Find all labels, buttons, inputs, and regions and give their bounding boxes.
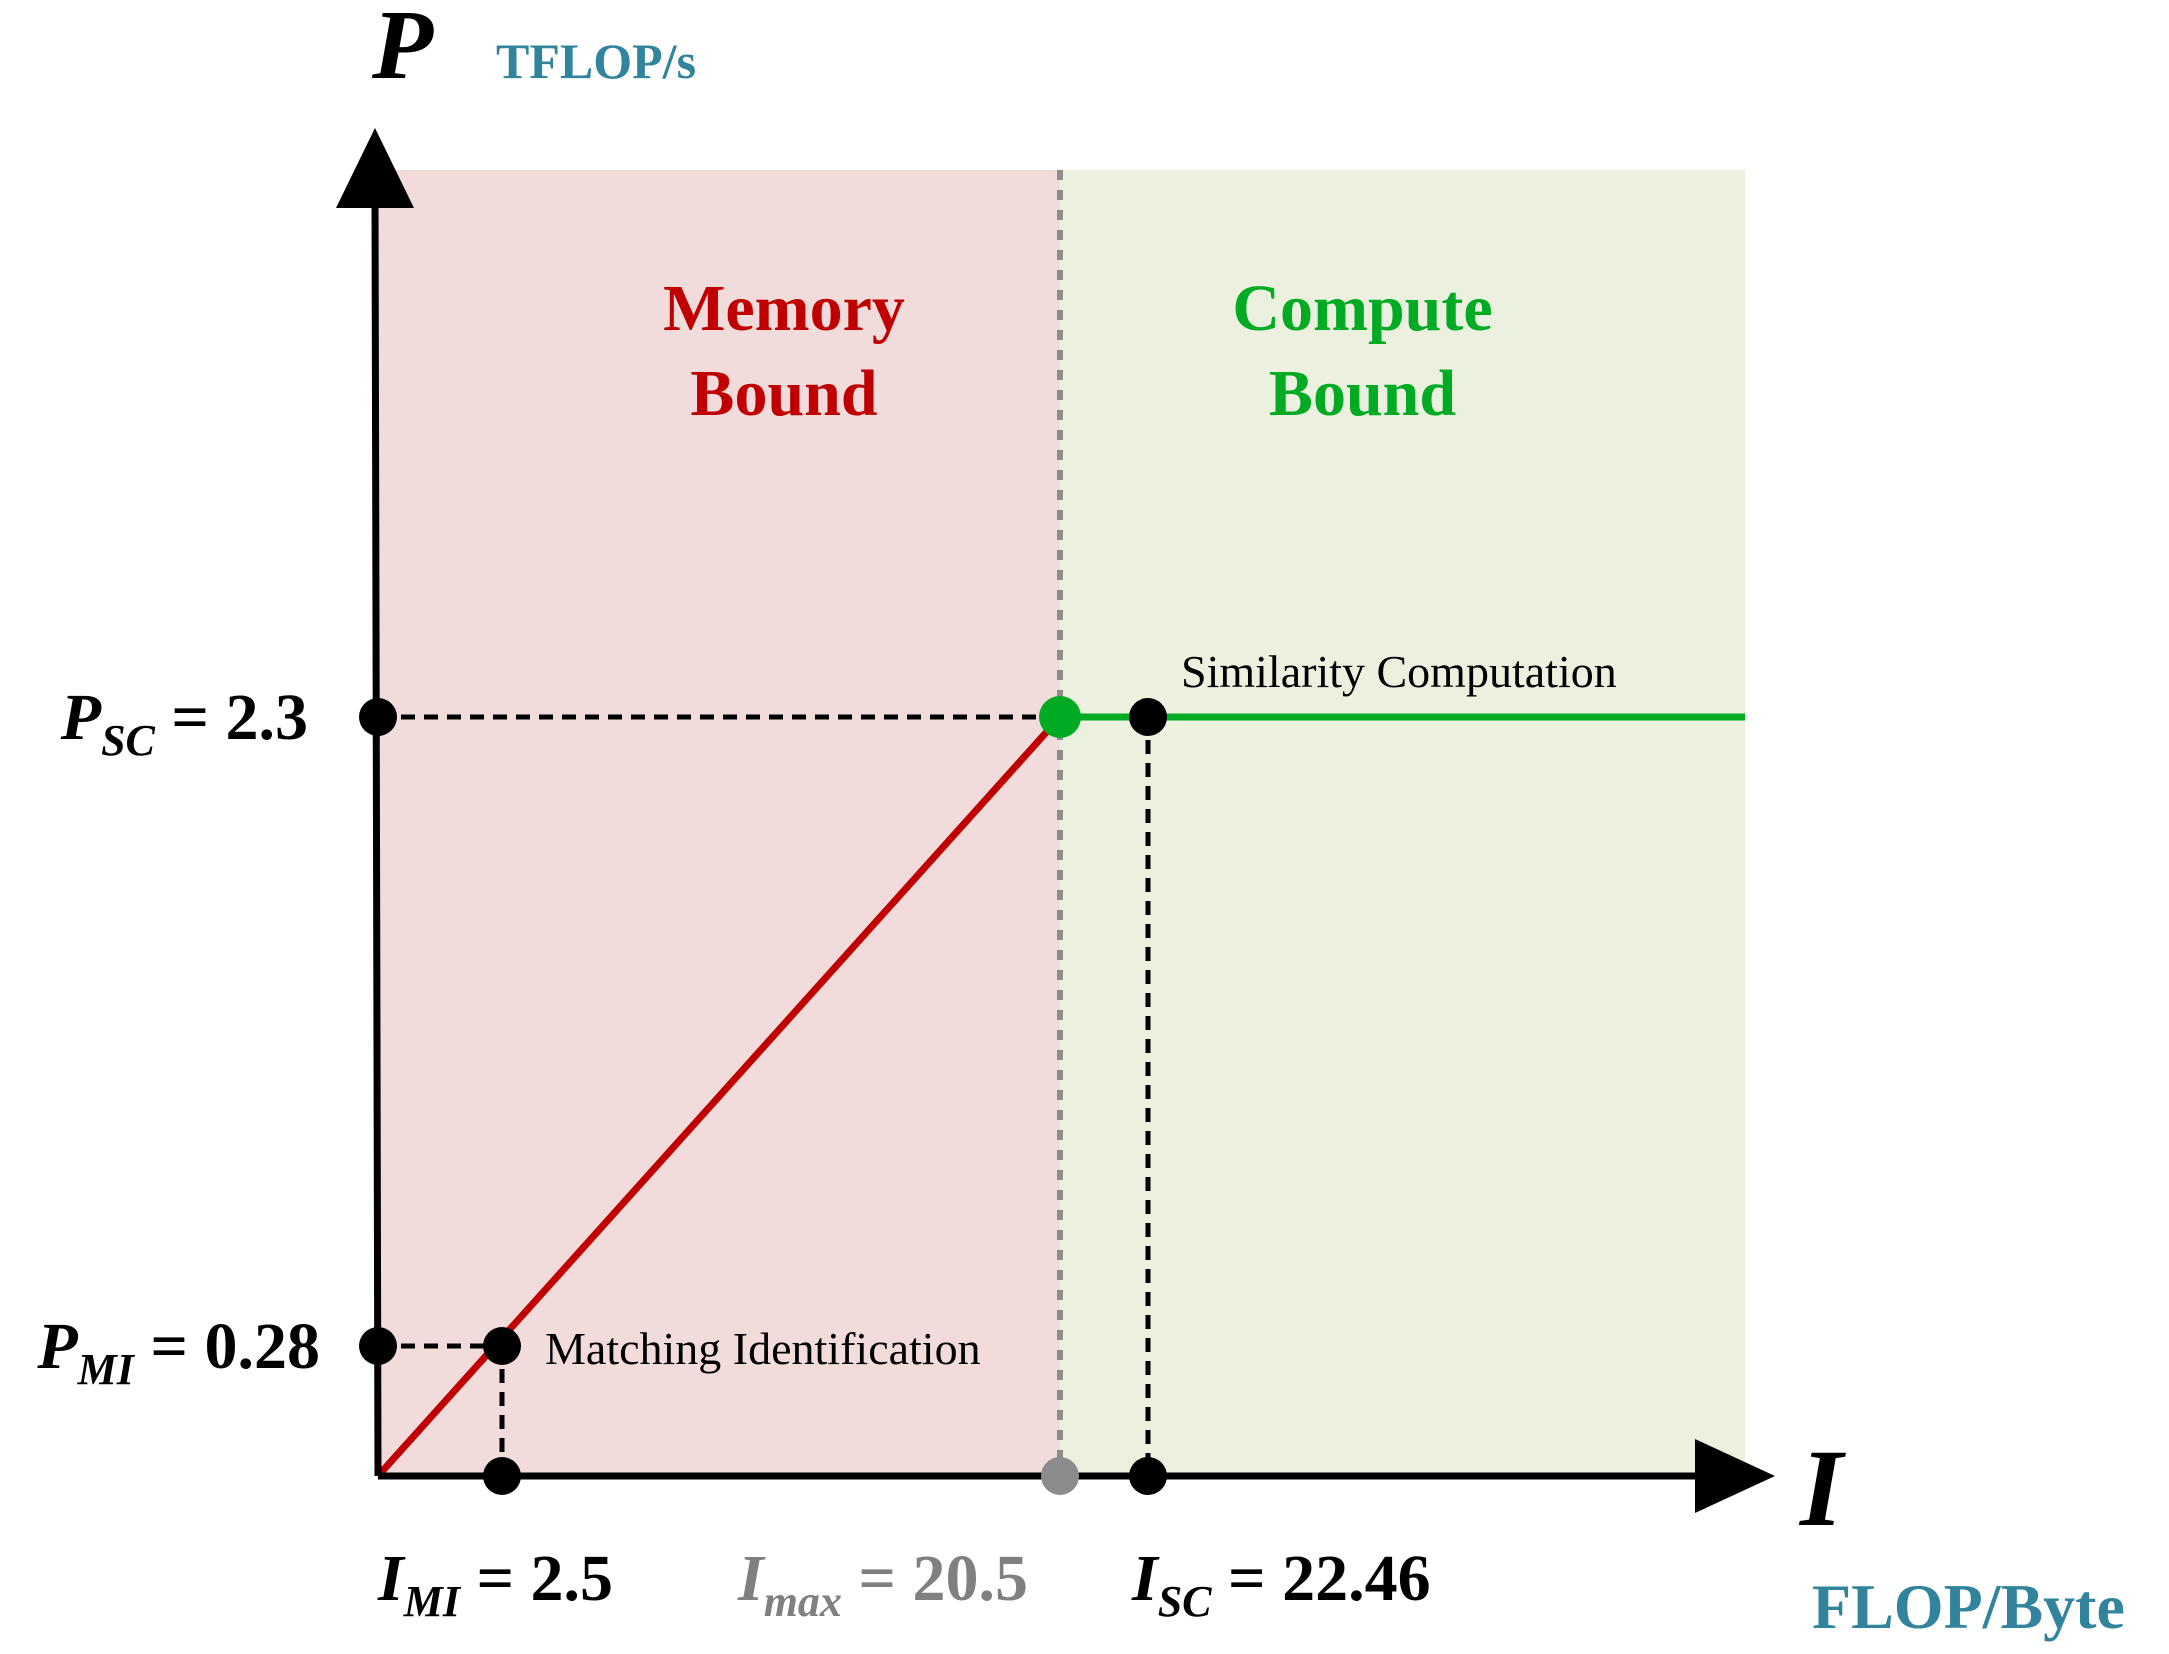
y-tick-pmi-equals: = bbox=[134, 1310, 205, 1383]
x-tick-label-imi: IMI = 2.5 bbox=[377, 1542, 613, 1626]
x-tick-isc-equals: = bbox=[1212, 1542, 1283, 1615]
isc-axis-marker bbox=[1129, 1457, 1167, 1495]
memory-bound-label-line1: Memory bbox=[663, 272, 905, 345]
pmi-axis-marker bbox=[359, 1327, 397, 1365]
y-axis bbox=[371, 197, 382, 1477]
x-tick-imax-value: 20.5 bbox=[913, 1542, 1029, 1615]
y-tick-label-pmi: PMI = 0.28 bbox=[36, 1310, 320, 1394]
x-axis-arrow-icon bbox=[1695, 1439, 1775, 1513]
x-tick-isc-subscript: SC bbox=[1158, 1577, 1212, 1626]
x-tick-label-imax: Imax = 20.5 bbox=[737, 1542, 1028, 1626]
x-tick-isc-symbol: I bbox=[1131, 1542, 1160, 1615]
x-tick-imi-equals: = bbox=[460, 1542, 531, 1615]
y-tick-pmi-value: 0.28 bbox=[205, 1310, 321, 1383]
matching-identification-label: Matching Identification bbox=[545, 1323, 981, 1374]
x-tick-imi-subscript: MI bbox=[403, 1577, 462, 1626]
y-tick-pmi-symbol: P bbox=[36, 1310, 78, 1383]
x-axis-unit: FLOP/Byte bbox=[1812, 1571, 2125, 1642]
compute-bound-label-line2: Bound bbox=[1269, 357, 1456, 430]
memory-bound-label-line2: Bound bbox=[690, 357, 877, 430]
y-axis-unit: TFLOP/s bbox=[496, 33, 696, 89]
y-tick-psc-value: 2.3 bbox=[226, 681, 309, 754]
ridge-point-marker bbox=[1039, 696, 1081, 738]
x-tick-imax-equals: = bbox=[842, 1542, 913, 1615]
x-tick-label-isc: ISC = 22.46 bbox=[1131, 1542, 1431, 1626]
x-tick-imi-value: 2.5 bbox=[531, 1542, 614, 1615]
y-axis-symbol: P bbox=[371, 0, 434, 100]
x-axis-symbol: I bbox=[1798, 1427, 1846, 1549]
y-tick-psc-subscript: SC bbox=[101, 716, 155, 765]
imax-axis-marker bbox=[1041, 1457, 1079, 1495]
y-tick-label-psc: PSC = 2.3 bbox=[60, 681, 308, 765]
matching-identification-point bbox=[483, 1327, 521, 1365]
x-tick-imax-subscript: max bbox=[764, 1577, 842, 1626]
y-axis-arrow-icon bbox=[336, 128, 414, 208]
imi-axis-marker bbox=[483, 1457, 521, 1495]
memory-bound-region bbox=[378, 170, 1060, 1476]
compute-bound-label-line1: Compute bbox=[1232, 272, 1492, 345]
x-tick-isc-value: 22.46 bbox=[1282, 1542, 1431, 1615]
x-tick-imax-symbol: I bbox=[737, 1542, 766, 1615]
y-tick-psc-equals: = bbox=[155, 681, 226, 754]
compute-bound-region bbox=[1060, 170, 1745, 1476]
similarity-computation-label: Similarity Computation bbox=[1181, 646, 1617, 697]
similarity-computation-point bbox=[1129, 698, 1167, 736]
y-tick-pmi-subscript: MI bbox=[77, 1345, 136, 1394]
psc-axis-marker bbox=[359, 698, 397, 736]
y-tick-psc-symbol: P bbox=[60, 681, 102, 754]
x-tick-imi-symbol: I bbox=[377, 1542, 406, 1615]
